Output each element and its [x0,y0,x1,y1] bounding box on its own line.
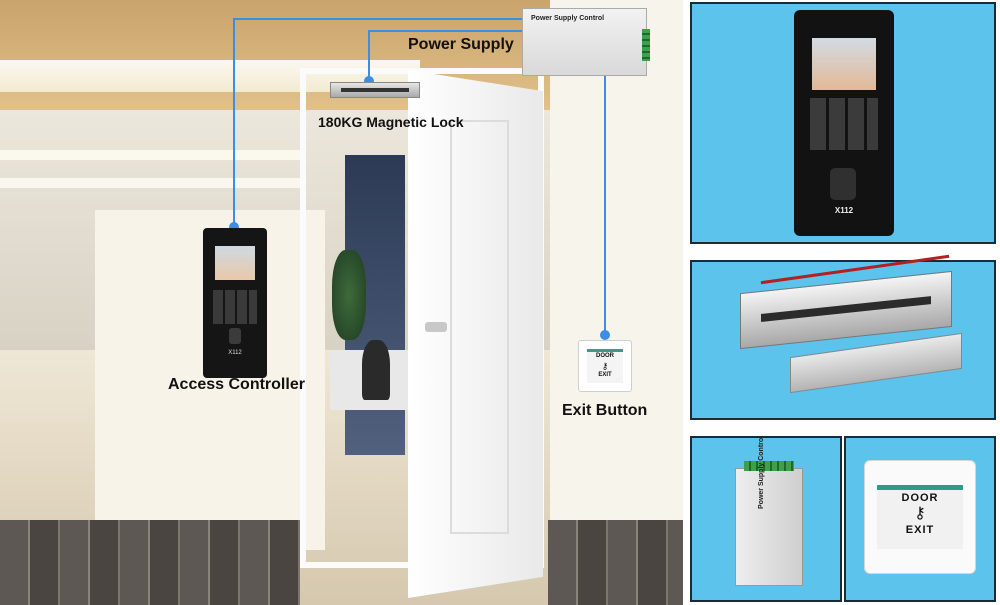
product-power-supply: Power Supply Control [735,436,803,586]
door [408,70,543,598]
controller-keypad [213,290,257,324]
right-wall [550,0,683,520]
plant [332,250,366,340]
product-controller-model: X112 [834,206,854,215]
key-icon: ⚷ [601,361,609,371]
fingerprint-sensor [229,328,241,344]
label-power-supply: Power Supply [408,36,514,53]
installation-scene: Power Supply Control X112 DOOR ⚷ EXIT Po… [0,0,683,605]
product-controller-screen [812,38,876,90]
wire-node-controller [229,222,239,232]
controller-model: X112 [228,350,242,356]
wire-controller-down [233,18,235,228]
access-controller-device: X112 [203,228,267,378]
label-exit-button: Exit Button [562,402,648,419]
exit-button-door-text: DOOR [596,353,614,359]
wire-controller-top [233,18,523,20]
controller-screen [215,246,255,280]
exit-button-device: DOOR ⚷ EXIT [578,340,632,392]
power-supply-unit: Power Supply Control [522,8,650,76]
product-exit-exit-text: EXIT [905,524,935,536]
wire-lock-down [368,30,370,82]
product-controller-keypad [810,98,878,150]
stone-wall-right [548,520,683,605]
wire-node-exit [600,330,610,340]
wire-node-lock [364,76,374,86]
exit-button-exit-text: EXIT [598,372,612,378]
wall-stripe [0,150,300,160]
psu-title: Power Supply Control [531,15,605,22]
wire-lock-top [368,30,523,32]
vase [362,340,390,400]
product-psu-terminal [744,461,794,471]
product-psu-title: Power Supply Control [758,435,765,509]
product-exit-button: DOOR ⚷ EXIT [864,460,976,574]
stone-wall-left [0,520,300,605]
door-handle [425,322,447,332]
product-access-controller: X112 [794,10,894,236]
label-access-controller: Access Controller [168,376,305,393]
product-exit-door-text: DOOR [901,492,939,504]
magnetic-lock [330,82,420,98]
product-fingerprint-sensor [830,168,856,200]
wire-exit-down [604,76,606,334]
label-magnetic-lock: 180KG Magnetic Lock [318,114,464,130]
psu-terminal [642,29,650,61]
wall-stripe [0,178,300,188]
key-icon: ⚷ [914,505,926,522]
door-panel [450,120,509,534]
